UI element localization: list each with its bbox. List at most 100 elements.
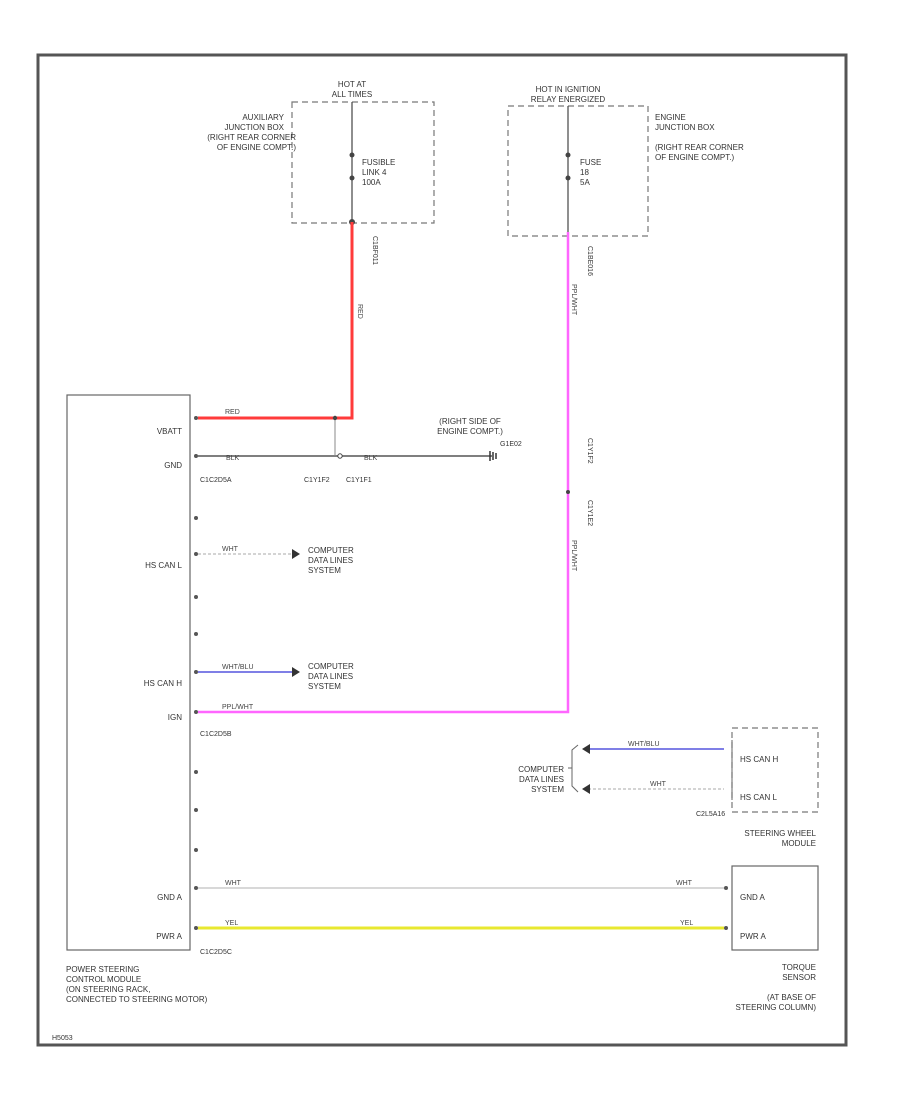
ground-id: G1E02 (500, 441, 522, 448)
ground-label-line2: ENGINE COMPT.) (437, 427, 503, 436)
torque-name-line4: STEERING COLUMN) (736, 1003, 817, 1012)
fuse2-power-line1: HOT IN IGNITION (536, 85, 601, 94)
gnd-a-right-label: WHT (676, 880, 693, 887)
purple-connector-pin (566, 490, 570, 494)
swm-box (731, 727, 819, 813)
pscm-pin-hs-can-h: HS CAN H (144, 679, 182, 688)
fuse1-terminal-top (349, 152, 355, 158)
arrow-swm-can-l (582, 784, 590, 794)
swm-pin-hs-can-l: HS CAN L (740, 793, 777, 802)
purple-wire-lower-label: PPL/WHT (570, 540, 577, 572)
fuse2-name-line2: 18 (580, 168, 589, 177)
arrow-swm-can-h (582, 744, 590, 754)
swm-wht-label: WHT (650, 781, 667, 788)
fuse2-terminal-top (565, 152, 571, 158)
ground-icon (489, 451, 497, 461)
fuse1-terminal-bottom (349, 175, 355, 181)
diagram-frame (36, 53, 848, 1047)
wht-blu-can-h-label: WHT/BLU (222, 664, 254, 671)
splice-c1y1f1 (337, 453, 343, 459)
fuse2-box-line4: OF ENGINE COMPT.) (655, 153, 734, 162)
pscm-pin-gnd-a: GND A (157, 893, 183, 902)
connector-c1c2d5c: C1C2D5C (200, 949, 232, 956)
data-lines-1-line1: COMPUTER (308, 546, 354, 555)
pscm-pin-hs-can-l: HS CAN L (145, 561, 182, 570)
pscm-pin-ign: IGN (168, 713, 182, 722)
fuse1-box-line1: AUXILIARY (242, 113, 284, 122)
fuse1-power-line2: ALL TIMES (332, 90, 372, 99)
pscm-name-line4: CONNECTED TO STEERING MOTOR) (66, 995, 208, 1004)
data-lines-2-line3: SYSTEM (308, 682, 341, 691)
data-lines-3-line2: DATA LINES (519, 775, 564, 784)
data-lines-3-line1: COMPUTER (518, 765, 564, 774)
swm-pin-hs-can-h: HS CAN H (740, 755, 778, 764)
data-lines-3-line3: SYSTEM (531, 785, 564, 794)
fuse1-name-line1: FUSIBLE (362, 158, 395, 167)
pscm-name-line1: POWER STEERING (66, 965, 139, 974)
fuse2-box-line2: JUNCTION BOX (655, 123, 715, 132)
torque-name-line2: SENSOR (782, 973, 816, 982)
data-lines-1-line3: SYSTEM (308, 566, 341, 575)
fuse1-box-line4: OF ENGINE COMPT.) (217, 143, 296, 152)
torque-pin-gnd-a: GND A (740, 893, 766, 902)
pscm-name-line3: (ON STEERING RACK, (66, 985, 150, 994)
fuse-block-2: HOT IN IGNITION RELAY ENERGIZED FUSE 18 … (507, 85, 744, 276)
fuse1-box-line2: JUNCTION BOX (224, 123, 284, 132)
fuse-block-1: HOT AT ALL TIMES FUSIBLE LINK 4 100A AUX… (207, 80, 435, 265)
fuse1-power-line1: HOT AT (338, 80, 366, 89)
torque-pin-pwr-a: PWR A (740, 932, 766, 941)
ground-label-line1: (RIGHT SIDE OF (439, 417, 501, 426)
blk-wire-label-2: BLK (364, 455, 378, 462)
pscm-module-box (66, 394, 191, 951)
pscm-pin-pwr-a: PWR A (156, 932, 182, 941)
gnd-a-left-label: WHT (225, 880, 242, 887)
fuse2-box-outline (507, 105, 649, 237)
connector-c1y1f2-vertical: C1Y1F2 (586, 438, 593, 464)
connector-c1y1f1: C1Y1F1 (346, 477, 372, 484)
pscm-pin-gnd: GND (164, 461, 182, 470)
torque-pin-pwr (724, 926, 728, 930)
data-lines-brace (568, 744, 579, 793)
arrow-can-l (292, 549, 300, 559)
connector-c2l5a16: C2L5A16 (696, 811, 725, 818)
fuse1-name-line3: 100A (362, 178, 381, 187)
fuse1-name-line2: LINK 4 (362, 168, 387, 177)
splice-c1y1f2 (332, 415, 338, 421)
pwr-a-left-label: YEL (225, 920, 238, 927)
purple-wire (198, 232, 570, 714)
fuse1-box-line3: (RIGHT REAR CORNER (207, 133, 296, 142)
fuse2-name-line3: 5A (580, 178, 590, 187)
connector-c1c2d5b: C1C2D5B (200, 731, 232, 738)
connector-c1c2d5a: C1C2D5A (200, 477, 232, 484)
fuse2-box-line1: ENGINE (655, 113, 686, 122)
torque-name-line1: TORQUE (782, 963, 816, 972)
diagram-footer-id: H5053 (52, 1035, 73, 1042)
red-wire-horizontal-label: RED (225, 409, 240, 416)
torque-pin-gnd (724, 886, 728, 890)
data-lines-1-line2: DATA LINES (308, 556, 353, 565)
fuse1-connector-label: C1BF011 (371, 236, 378, 265)
data-lines-2-line1: COMPUTER (308, 662, 354, 671)
fuse2-box-line3: (RIGHT REAR CORNER (655, 143, 744, 152)
torque-name-line3: (AT BASE OF (767, 993, 816, 1002)
pscm-pin-vbatt: VBATT (157, 427, 182, 436)
pwr-a-right-label: YEL (680, 920, 693, 927)
fuse1-box-outline (291, 101, 435, 224)
fuse2-power-line2: RELAY ENERGIZED (531, 95, 606, 104)
swm-name-line1: STEERING WHEEL (744, 829, 816, 838)
fuse2-name-line1: FUSE (580, 158, 601, 167)
connector-c1y1e2-vertical: C1Y1E2 (586, 500, 593, 526)
pscm-name-line2: CONTROL MODULE (66, 975, 141, 984)
pscm-connector-ticks (194, 416, 198, 930)
fuse2-connector-label: C1BE016 (586, 246, 593, 276)
purple-wire-horizontal-label: PPL/WHT (222, 704, 254, 711)
arrow-can-h (292, 667, 300, 677)
swm-wht-blu-label: WHT/BLU (628, 741, 660, 748)
red-wire-vertical-label: RED (356, 304, 363, 319)
blk-wire-label-1: BLK (226, 455, 240, 462)
fuse2-terminal-bottom (565, 175, 571, 181)
red-wire (198, 222, 354, 420)
swm-name-line2: MODULE (782, 839, 816, 848)
data-lines-2-line2: DATA LINES (308, 672, 353, 681)
